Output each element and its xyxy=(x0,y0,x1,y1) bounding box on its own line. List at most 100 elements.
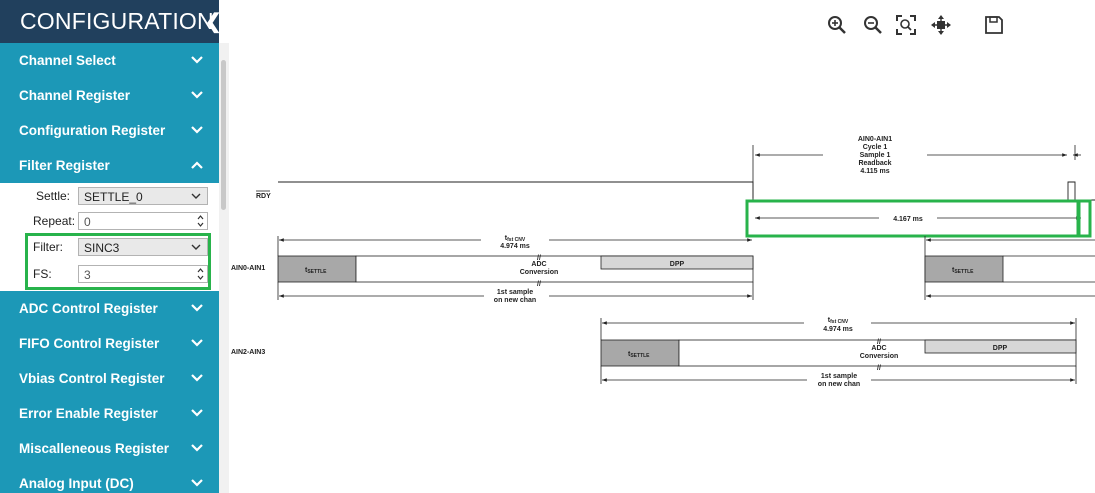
settle-label: Settle: xyxy=(36,189,71,203)
fs-input[interactable]: 3 xyxy=(78,265,208,283)
tsettle-box xyxy=(277,255,357,283)
tsettle-label: tSETTLE xyxy=(628,351,650,359)
zoom-in-icon[interactable] xyxy=(826,14,848,36)
repeat-label: Repeat: xyxy=(33,214,76,228)
tfst-label: tfst CNV xyxy=(505,235,526,243)
tsettle-label: tSETTLE xyxy=(305,267,327,275)
chevron-down-icon xyxy=(191,409,203,417)
highlight-box xyxy=(25,233,211,290)
section-fifo-control-register[interactable]: FIFO Control Register xyxy=(0,326,219,361)
configuration-sidebar: CONFIGURATION ❮ Channel Select Channel R… xyxy=(0,0,219,493)
break-mark: // xyxy=(877,339,881,346)
section-analog-input-dc[interactable]: Analog Input (DC) xyxy=(0,466,219,493)
tsettle-main: t xyxy=(628,351,631,358)
period-time: 4.167 ms xyxy=(893,216,923,223)
section-filter-register[interactable]: Filter Register xyxy=(0,148,219,183)
break-mark: // xyxy=(537,255,541,262)
settle-value: SETTLE_0 xyxy=(84,190,143,204)
conv2-time: 4.974 ms xyxy=(823,326,853,333)
configuration-title: CONFIGURATION xyxy=(20,8,214,34)
section-label: FIFO Control Register xyxy=(19,336,160,351)
tfst-sub: fst CNV xyxy=(830,319,849,325)
dpp-box xyxy=(600,255,754,270)
sidebar-scrollbar[interactable] xyxy=(219,43,229,493)
dpp-label: DPP xyxy=(993,345,1008,352)
dpp-label: DPP xyxy=(670,261,685,268)
save-icon[interactable] xyxy=(983,14,1005,36)
configuration-header: CONFIGURATION ❮ xyxy=(0,0,219,43)
first-line2: on new chan xyxy=(494,297,536,304)
filter-select[interactable]: SINC3 xyxy=(78,238,208,256)
section-label: Filter Register xyxy=(19,158,110,173)
chevron-down-icon xyxy=(191,56,203,64)
tsettle-sub: SETTLE xyxy=(307,269,327,275)
section-label: Analog Input (DC) xyxy=(19,476,134,491)
first2-line1: 1st sample xyxy=(821,373,857,380)
chevron-up-icon xyxy=(191,161,203,169)
first-line1: 1st sample xyxy=(497,289,533,296)
chevron-down-icon xyxy=(191,479,203,487)
chevron-down-icon xyxy=(191,304,203,312)
fs-value: 3 xyxy=(84,268,91,282)
ch1-label: AIN0-AIN1 xyxy=(231,265,265,272)
tsettle-sub: SETTLE xyxy=(954,269,974,275)
dpp-box xyxy=(924,339,1077,354)
break-mark: // xyxy=(537,281,541,288)
ch2-label: AIN2-AIN3 xyxy=(231,349,265,356)
section-error-enable-register[interactable]: Error Enable Register xyxy=(0,396,219,431)
section-configuration-register[interactable]: Configuration Register xyxy=(0,113,219,148)
chevron-left-icon[interactable]: ❮ xyxy=(205,9,219,34)
section-vbias-control-register[interactable]: Vbias Control Register xyxy=(0,361,219,396)
adc-line2: Conversion xyxy=(520,269,559,276)
filter-value: SINC3 xyxy=(84,241,120,255)
cycle-line1: AIN0-AIN1 xyxy=(858,136,892,143)
spinner-arrows-icon[interactable] xyxy=(196,267,205,281)
adc-line2: Conversion xyxy=(860,353,899,360)
chevron-down-icon xyxy=(191,91,203,99)
tsettle-sub: SETTLE xyxy=(630,353,650,359)
tfst-main: t xyxy=(828,317,831,324)
section-label: ADC Control Register xyxy=(19,301,158,316)
sidebar-scrollbar-thumb[interactable] xyxy=(221,60,226,210)
filter-label: Filter: xyxy=(33,240,63,254)
spinner-arrows-icon[interactable] xyxy=(196,214,205,228)
section-miscalleneous-register[interactable]: Miscalleneous Register xyxy=(0,431,219,466)
rdy-waveform xyxy=(278,181,1095,201)
settle-select[interactable]: SETTLE_0 xyxy=(78,187,208,205)
section-adc-control-register[interactable]: ADC Control Register xyxy=(0,291,219,326)
zoom-out-icon[interactable] xyxy=(862,14,884,36)
chevron-down-icon xyxy=(191,193,201,199)
chevron-down-icon xyxy=(191,339,203,347)
tfst-sub: fst CNV xyxy=(507,237,526,243)
cycle-line3: Sample 1 xyxy=(860,152,891,159)
chevron-down-icon xyxy=(191,126,203,134)
zoom-fit-icon[interactable] xyxy=(895,14,917,36)
timing-diagram: RDY AIN0-AIN1 AIN2-AIN3 AIN0-AIN1 Cycle … xyxy=(231,136,1095,388)
tfst-main: t xyxy=(505,235,508,242)
section-label: Error Enable Register xyxy=(19,406,158,421)
tsettle-box xyxy=(600,339,680,367)
cycle-time: 4.115 ms xyxy=(860,168,889,175)
section-label: Vbias Control Register xyxy=(19,371,165,386)
chevron-down-icon xyxy=(191,374,203,382)
section-channel-register[interactable]: Channel Register xyxy=(0,78,219,113)
break-mark: // xyxy=(877,365,881,372)
section-label: Channel Select xyxy=(19,53,116,68)
adc-line1: ADC xyxy=(871,345,886,352)
cycle-line4: Readback xyxy=(858,160,891,167)
conv-time: 4.974 ms xyxy=(500,243,530,250)
tsettle-main: t xyxy=(952,267,955,274)
chevron-down-icon xyxy=(191,244,201,250)
adc-line1: ADC xyxy=(531,261,546,268)
chevron-down-icon xyxy=(191,444,203,452)
section-channel-select[interactable]: Channel Select xyxy=(0,43,219,78)
cycle-line2: Cycle 1 xyxy=(863,144,888,151)
repeat-input[interactable]: 0 xyxy=(78,212,208,230)
highlight-box xyxy=(1076,199,1092,238)
tsettle-box xyxy=(924,255,1004,283)
repeat-value: 0 xyxy=(84,215,91,229)
tsettle-main: t xyxy=(305,267,308,274)
filter-register-panel: Settle: SETTLE_0 Repeat: 0 Filter: SINC3… xyxy=(0,183,219,291)
tfst-label: tfst CNV xyxy=(828,317,849,325)
pan-icon[interactable] xyxy=(930,14,952,36)
